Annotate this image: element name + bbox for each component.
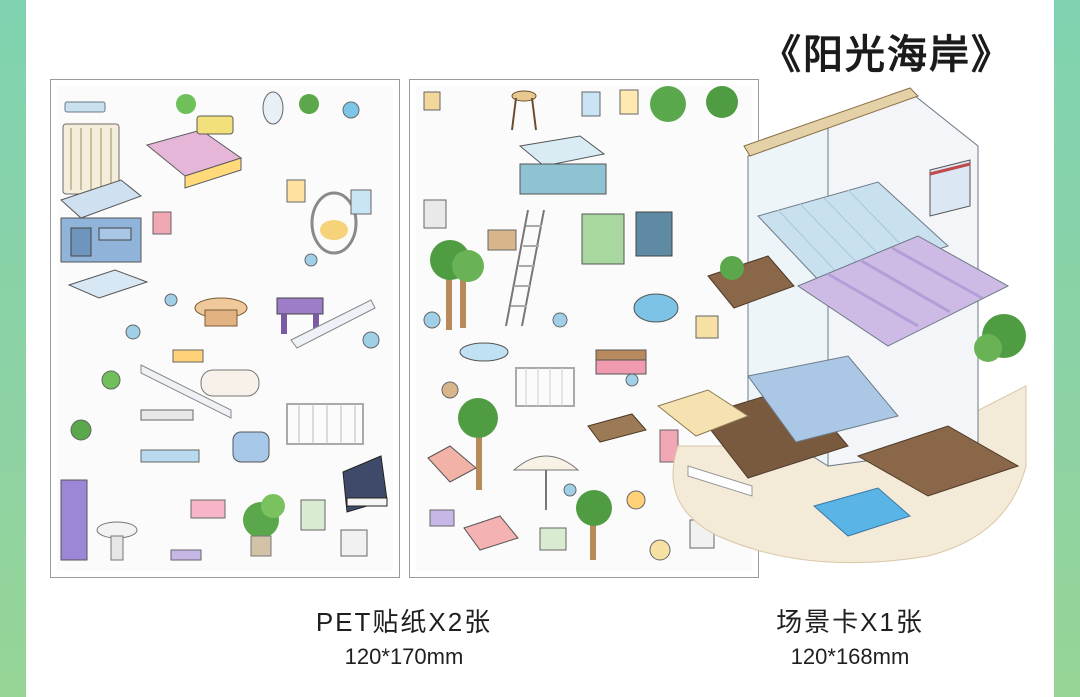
scene-card-count-label: 场景卡X1张 bbox=[776, 607, 924, 637]
product-title: 《阳光海岸》 bbox=[761, 31, 1013, 78]
scene-card-art bbox=[656, 87, 1027, 564]
sticker-size-label: 120*170mm bbox=[344, 644, 464, 669]
sticker-sheet-1-art bbox=[60, 91, 388, 561]
scene-card-size-label: 120*168mm bbox=[790, 644, 910, 669]
scene-card bbox=[648, 86, 1032, 586]
sticker-count-label: PET贴纸X2张 bbox=[315, 607, 493, 637]
sticker-sheet-1 bbox=[50, 79, 400, 578]
